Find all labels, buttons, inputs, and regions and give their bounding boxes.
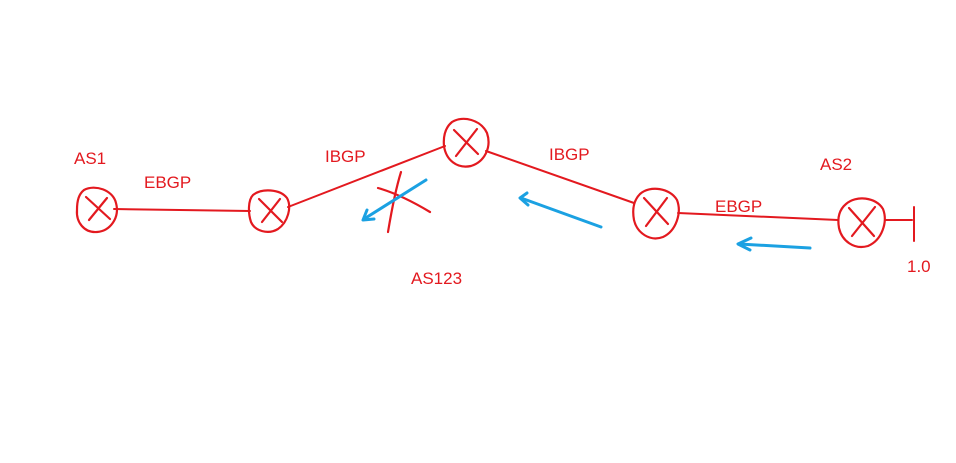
arrow-right-to-top-head [518, 191, 530, 207]
link-ebgp-as1-as123 [113, 208, 251, 212]
router-as123-top-body [442, 117, 490, 168]
router-as123-right-cross-b [644, 196, 669, 228]
router-as123-right-body [632, 187, 680, 240]
label-ibgp-right: IBGP [549, 145, 590, 164]
link-ebgp-as123-as2 [677, 212, 839, 221]
router-as2 [837, 197, 886, 249]
router-as123-left-cross-b [260, 197, 282, 224]
router-as2-cross-b [850, 205, 877, 238]
label-prefix: 1.0 [907, 257, 931, 276]
route-arrows [361, 178, 812, 252]
router-as123-top-cross-b [454, 127, 479, 158]
arrow-top-to-left-head [361, 208, 376, 222]
arrow-top-to-left-blocked [361, 178, 428, 222]
label-as123: AS123 [411, 269, 462, 288]
router-as1 [75, 186, 118, 234]
router-as123-top [442, 117, 490, 168]
label-ebgp-right: EBGP [715, 197, 762, 216]
arrow-as2-to-as123-shaft [737, 242, 812, 250]
links [113, 145, 915, 242]
routers [75, 117, 886, 249]
labels: AS1 EBGP IBGP IBGP AS2 EBGP AS123 1.0 [74, 145, 931, 288]
router-as1-body [75, 186, 118, 234]
arrow-as2-to-as123-head [736, 236, 753, 252]
arrow-as2-to-as123 [736, 236, 812, 252]
router-as2-body [837, 197, 886, 249]
router-as2-cross-a [847, 206, 876, 238]
arrow-top-to-left-shaft [362, 178, 428, 221]
arrow-right-to-top [518, 191, 603, 229]
link-ibgp-left [287, 145, 446, 208]
label-as2: AS2 [820, 155, 852, 174]
arrow-right-to-top-shaft [519, 196, 603, 229]
label-ibgp-left: IBGP [325, 147, 366, 166]
link-ibgp-right [485, 150, 635, 204]
router-as123-left [247, 189, 291, 233]
router-as123-left-body [247, 189, 291, 233]
router-as1-cross-b [87, 196, 109, 222]
label-as1: AS1 [74, 149, 106, 168]
label-ebgp-left: EBGP [144, 173, 191, 192]
router-as123-right [632, 187, 680, 240]
blocked-stroke-b [376, 186, 432, 214]
